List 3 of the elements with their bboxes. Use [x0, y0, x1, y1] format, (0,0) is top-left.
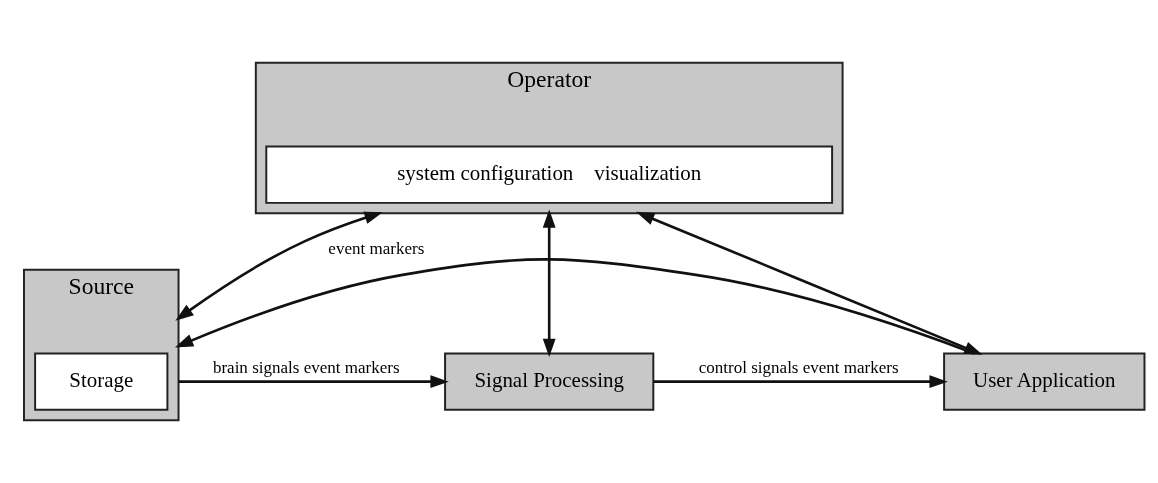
edge-label: event markers — [328, 239, 425, 259]
edge-label: control signals event markers — [698, 358, 899, 377]
edge-label: brain signals event markers — [212, 358, 400, 377]
